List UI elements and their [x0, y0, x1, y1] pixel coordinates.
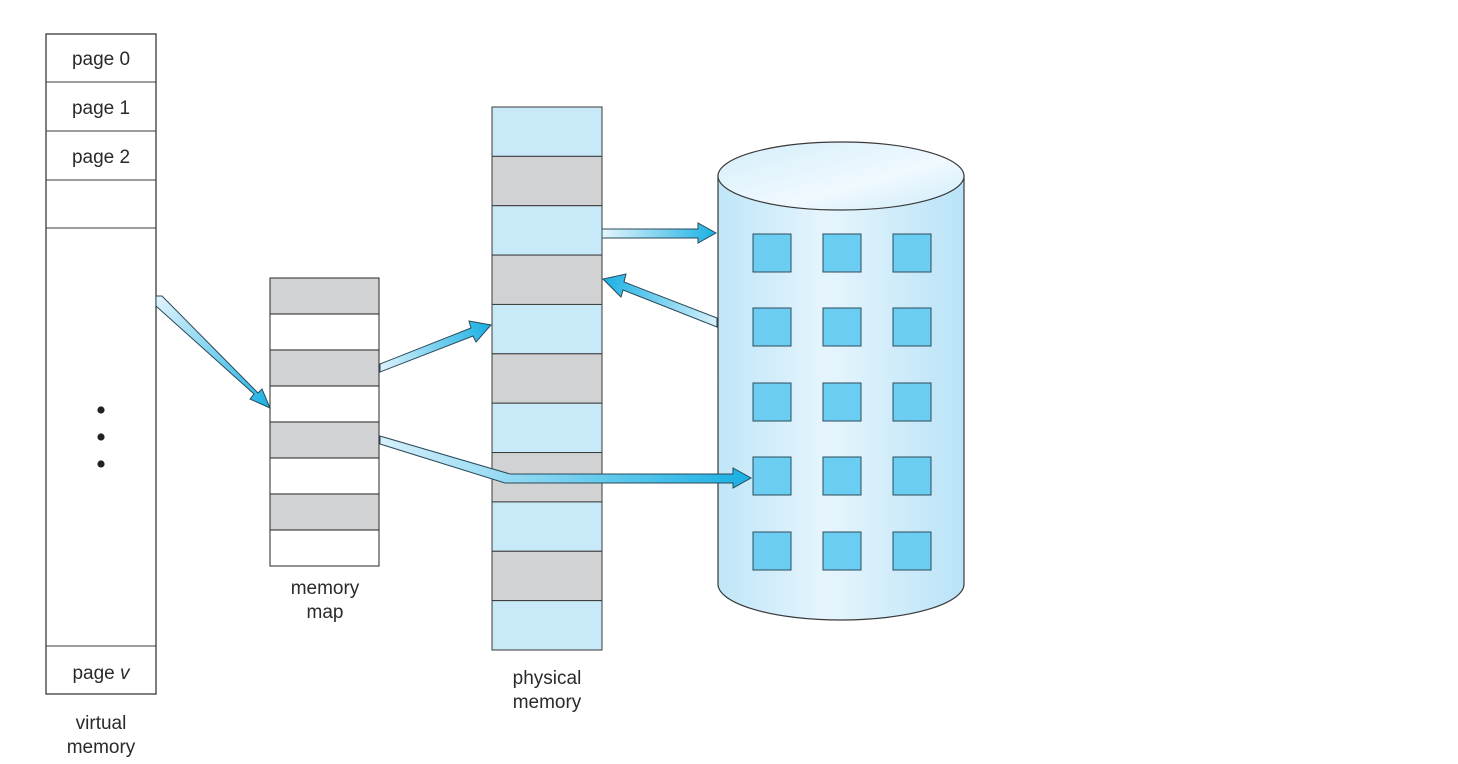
disk-block	[752, 531, 792, 571]
page-2-label: page 2	[72, 147, 130, 168]
disk-blocks	[752, 233, 932, 571]
virtual-memory: page 0 page 1 page 2 page v virtual memo…	[45, 33, 157, 758]
ellipsis-dot	[97, 433, 105, 441]
memory-map-entry-mapped	[269, 277, 380, 315]
disk-block	[752, 456, 792, 496]
ellipsis-dot	[97, 460, 105, 468]
physical-memory-label-line2: memory	[513, 692, 582, 713]
virtual-memory-outline	[45, 33, 157, 695]
disk-cylinder	[717, 141, 965, 621]
ellipsis-dot	[97, 406, 105, 414]
physical-frame-used	[491, 254, 603, 305]
arrow-map-to-physical	[379, 320, 492, 373]
memory-map-entry-empty	[269, 529, 380, 567]
memory-map-label-line2: map	[307, 602, 344, 623]
virtual-memory-label-line1: virtual	[76, 713, 127, 734]
disk-block	[892, 382, 932, 422]
disk-block	[892, 233, 932, 273]
disk-block	[822, 233, 862, 273]
disk-top	[717, 141, 965, 211]
physical-memory	[491, 106, 603, 651]
memory-map-label-line1: memory	[291, 578, 360, 599]
memory-map-entry-mapped	[269, 421, 380, 459]
physical-frame-free	[491, 303, 603, 355]
virtual-memory-label-line2: memory	[67, 737, 136, 758]
disk-block	[822, 456, 862, 496]
physical-frame-used	[491, 353, 603, 404]
arrow-disk-to-physical	[601, 273, 718, 328]
memory-map-entry-mapped	[269, 493, 380, 531]
disk-block	[752, 233, 792, 273]
arrow-physical-to-disk	[601, 222, 718, 244]
arrow-map-to-disk-block	[379, 435, 753, 489]
disk-block	[892, 531, 932, 571]
page-0-label: page 0	[72, 49, 130, 70]
physical-frame-free	[491, 402, 603, 454]
disk-block	[752, 382, 792, 422]
memory-map-entry-mapped	[269, 349, 380, 387]
memory-map	[269, 277, 380, 567]
physical-frame-used	[491, 155, 603, 207]
physical-frame-free	[491, 106, 603, 157]
disk-block	[892, 307, 932, 347]
physical-frame-used	[491, 550, 603, 602]
page-1-label: page 1	[72, 98, 130, 119]
arrow-virtual-to-map	[155, 295, 271, 409]
disk-block	[822, 307, 862, 347]
disk-block	[892, 456, 932, 496]
memory-map-entry-empty	[269, 385, 380, 423]
memory-map-entry-empty	[269, 313, 380, 351]
physical-memory-label-line1: physical	[513, 668, 582, 689]
physical-frame-free	[491, 600, 603, 651]
physical-frame-free	[491, 501, 603, 552]
page-v-label: page v	[72, 663, 131, 684]
disk-block	[822, 531, 862, 571]
disk-block	[822, 382, 862, 422]
memory-map-entry-empty	[269, 457, 380, 495]
physical-frame-free	[491, 205, 603, 256]
disk-block	[752, 307, 792, 347]
